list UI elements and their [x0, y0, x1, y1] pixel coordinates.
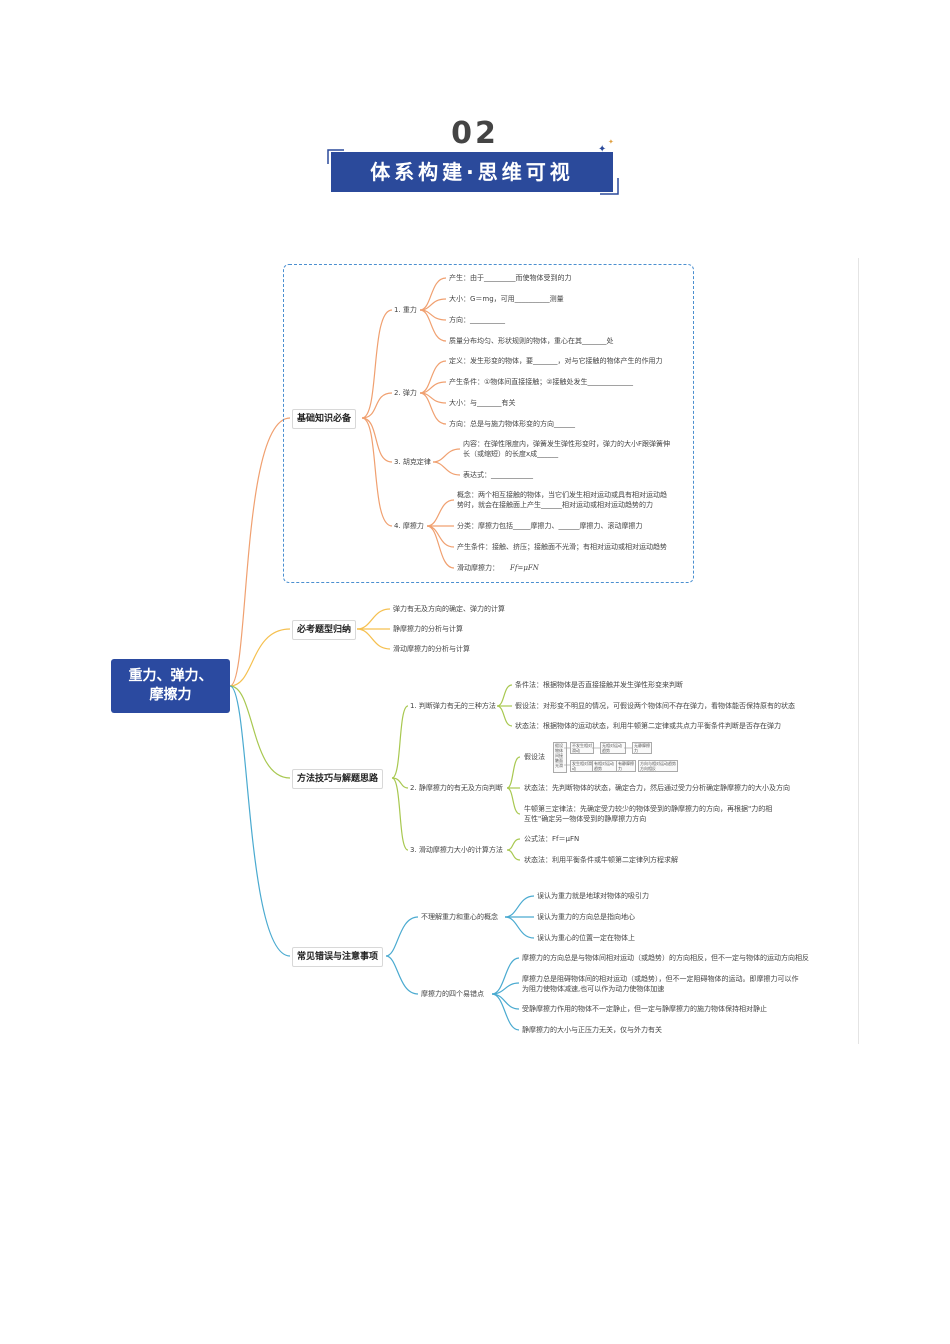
error1-item: 误认为重力的方向总是指向地心	[537, 913, 635, 921]
banner-decoration: ✦ ✦	[327, 138, 619, 195]
type-item: 滑动摩擦力的分析与计算	[393, 645, 470, 653]
method2-state: 状态法：先判断物体的状态，确定合力，然后通过受力分析确定静摩擦力的大小及方向	[524, 784, 790, 792]
svg-text:✦: ✦	[598, 144, 606, 155]
flow-b2: 有相对运动趋势	[592, 760, 618, 772]
friction-formula: Ff=μFN	[510, 564, 539, 572]
gravity-item: 方向：__________	[449, 316, 505, 324]
method3-item: 公式法：Ff＝μFN	[524, 835, 580, 843]
method2-newton-line2: 互性"确定另一物体受到的静摩擦力方向	[524, 815, 647, 823]
right-divider	[858, 258, 859, 1044]
flow-b4: 方向与相对运动趋势方向相反	[638, 760, 678, 772]
node-gravity: 1. 重力	[394, 306, 417, 314]
method2-newton-line1: 牛顿第三定律法：先确定受力较少的物体受到的静摩擦力的方向，再根据"力的相	[524, 805, 773, 813]
flow-a3: 无静摩擦力	[632, 742, 652, 754]
gravity-item: 大小：G＝mg，可用__________测量	[449, 295, 564, 303]
method2-hypothesis: 假设法	[524, 753, 545, 761]
node-elastic: 2. 弹力	[394, 389, 417, 397]
node-friction: 4. 摩擦力	[394, 522, 424, 530]
category-errors: 常见错误与注意事项	[292, 947, 384, 967]
friction-concept-line1: 概念：两个相互接触的物体，当它们发生相对运动或具有相对运动趋	[457, 491, 667, 499]
flow-arrows	[564, 747, 632, 766]
section-number: 02	[451, 116, 499, 151]
elastic-item: 定义：发生形变的物体，要_______，对与它接触的物体产生的作用力	[449, 357, 663, 365]
method1-item: 假设法：对形变不明显的情况，可假设两个物体间不存在弹力，看物体能否保持原有的状态	[515, 702, 795, 710]
category-basic: 基础知识必备	[292, 409, 357, 429]
gravity-item: 产生：由于_________而使物体受到的力	[449, 274, 572, 282]
gravity-item: 质量分布均匀、形状规则的物体，重心在其_______处	[449, 337, 614, 345]
error2-item: 受静摩擦力作用的物体不一定静止，但一定与静摩擦力的施力物体保持相对静止	[522, 1005, 767, 1013]
hooke-content-line2: 长（或缩短）的长度x成______	[463, 450, 559, 458]
type-item: 静摩擦力的分析与计算	[393, 625, 463, 633]
category-methods: 方法技巧与解题思路	[292, 769, 384, 789]
friction-condition: 产生条件：接触、挤压；接触面不光滑；有相对运动或相对运动趋势	[457, 543, 667, 551]
root-node: 重力、弹力、摩擦力	[111, 659, 230, 713]
elastic-item: 大小：与_______有关	[449, 399, 516, 407]
category-types: 必考题型归纳	[292, 620, 357, 640]
flow-start: 假设物体间接触面光滑	[553, 742, 567, 773]
svg-text:✦: ✦	[608, 138, 614, 146]
node-error-1: 不理解重力和重心的概念	[421, 913, 498, 921]
error2-item: 摩擦力的方向总是与物体间相对运动（或趋势）的方向相反，但不一定与物体的运动方向相…	[522, 954, 809, 962]
error2-item: 静摩擦力的大小与正压力无关，仅与外力有关	[522, 1026, 662, 1034]
method3-item: 状态法：利用平衡条件或牛顿第二定律列方程求解	[524, 856, 678, 864]
friction-types: 分类：摩擦力包括_____摩擦力、______摩擦力、滚动摩擦力	[457, 522, 643, 530]
error2-item-line2: 为阻力使物体减速,也可以作为动力使物体加速	[522, 985, 665, 993]
friction-concept-line2: 势时，就会在接触面上产生______相对运动或相对运动趋势的力	[457, 501, 653, 509]
hooke-content-line1: 内容：在弹性限度内，弹簧发生弹性形变时，弹力的大小F跟弹簧伸	[463, 440, 671, 448]
method1-item: 状态法：根据物体的运动状态，利用牛顿第二定律或共点力平衡条件判断是否存在弹力	[515, 722, 781, 730]
error1-item: 误认为重力就是地球对物体的吸引力	[537, 892, 649, 900]
friction-sliding: 滑动摩擦力：	[457, 564, 499, 572]
node-method-3: 3. 滑动摩擦力大小的计算方法	[410, 846, 503, 854]
node-method-1: 1. 判断弹力有无的三种方法	[410, 702, 496, 710]
section-title-banner: 体系构建·思维可视	[331, 152, 613, 192]
flow-a1: 不发生相对滑动	[570, 742, 594, 754]
root-line2: 摩擦力	[149, 687, 192, 703]
flow-b1: 发生相对滑动	[570, 760, 594, 772]
basic-knowledge-box	[283, 264, 694, 583]
method1-item: 条件法：根据物体是否直接接触并发生弹性形变来判断	[515, 681, 683, 689]
type-item: 弹力有无及方向的确定、弹力的计算	[393, 605, 505, 613]
error2-item-line1: 摩擦力总是阻碍物体间的相对运动（或趋势），但不一定阻碍物体的运动。即摩擦力可以作	[522, 975, 799, 983]
node-error-2: 摩擦力的四个易错点	[421, 990, 484, 998]
root-line1: 重力、弹力、	[128, 668, 213, 684]
hooke-expression: 表达式：____________	[463, 471, 533, 479]
node-method-2: 2. 静摩擦力的有无及方向判断	[410, 784, 503, 792]
flow-b3: 有静摩擦力	[616, 760, 636, 772]
error1-item: 误认为重心的位置一定在物体上	[537, 934, 635, 942]
elastic-item: 方向：总是与施力物体形变的方向______	[449, 420, 575, 428]
elastic-item: 产生条件：①物体间直接接触；②接触处发生_____________	[449, 378, 634, 386]
node-hooke: 3. 胡克定律	[394, 458, 431, 466]
